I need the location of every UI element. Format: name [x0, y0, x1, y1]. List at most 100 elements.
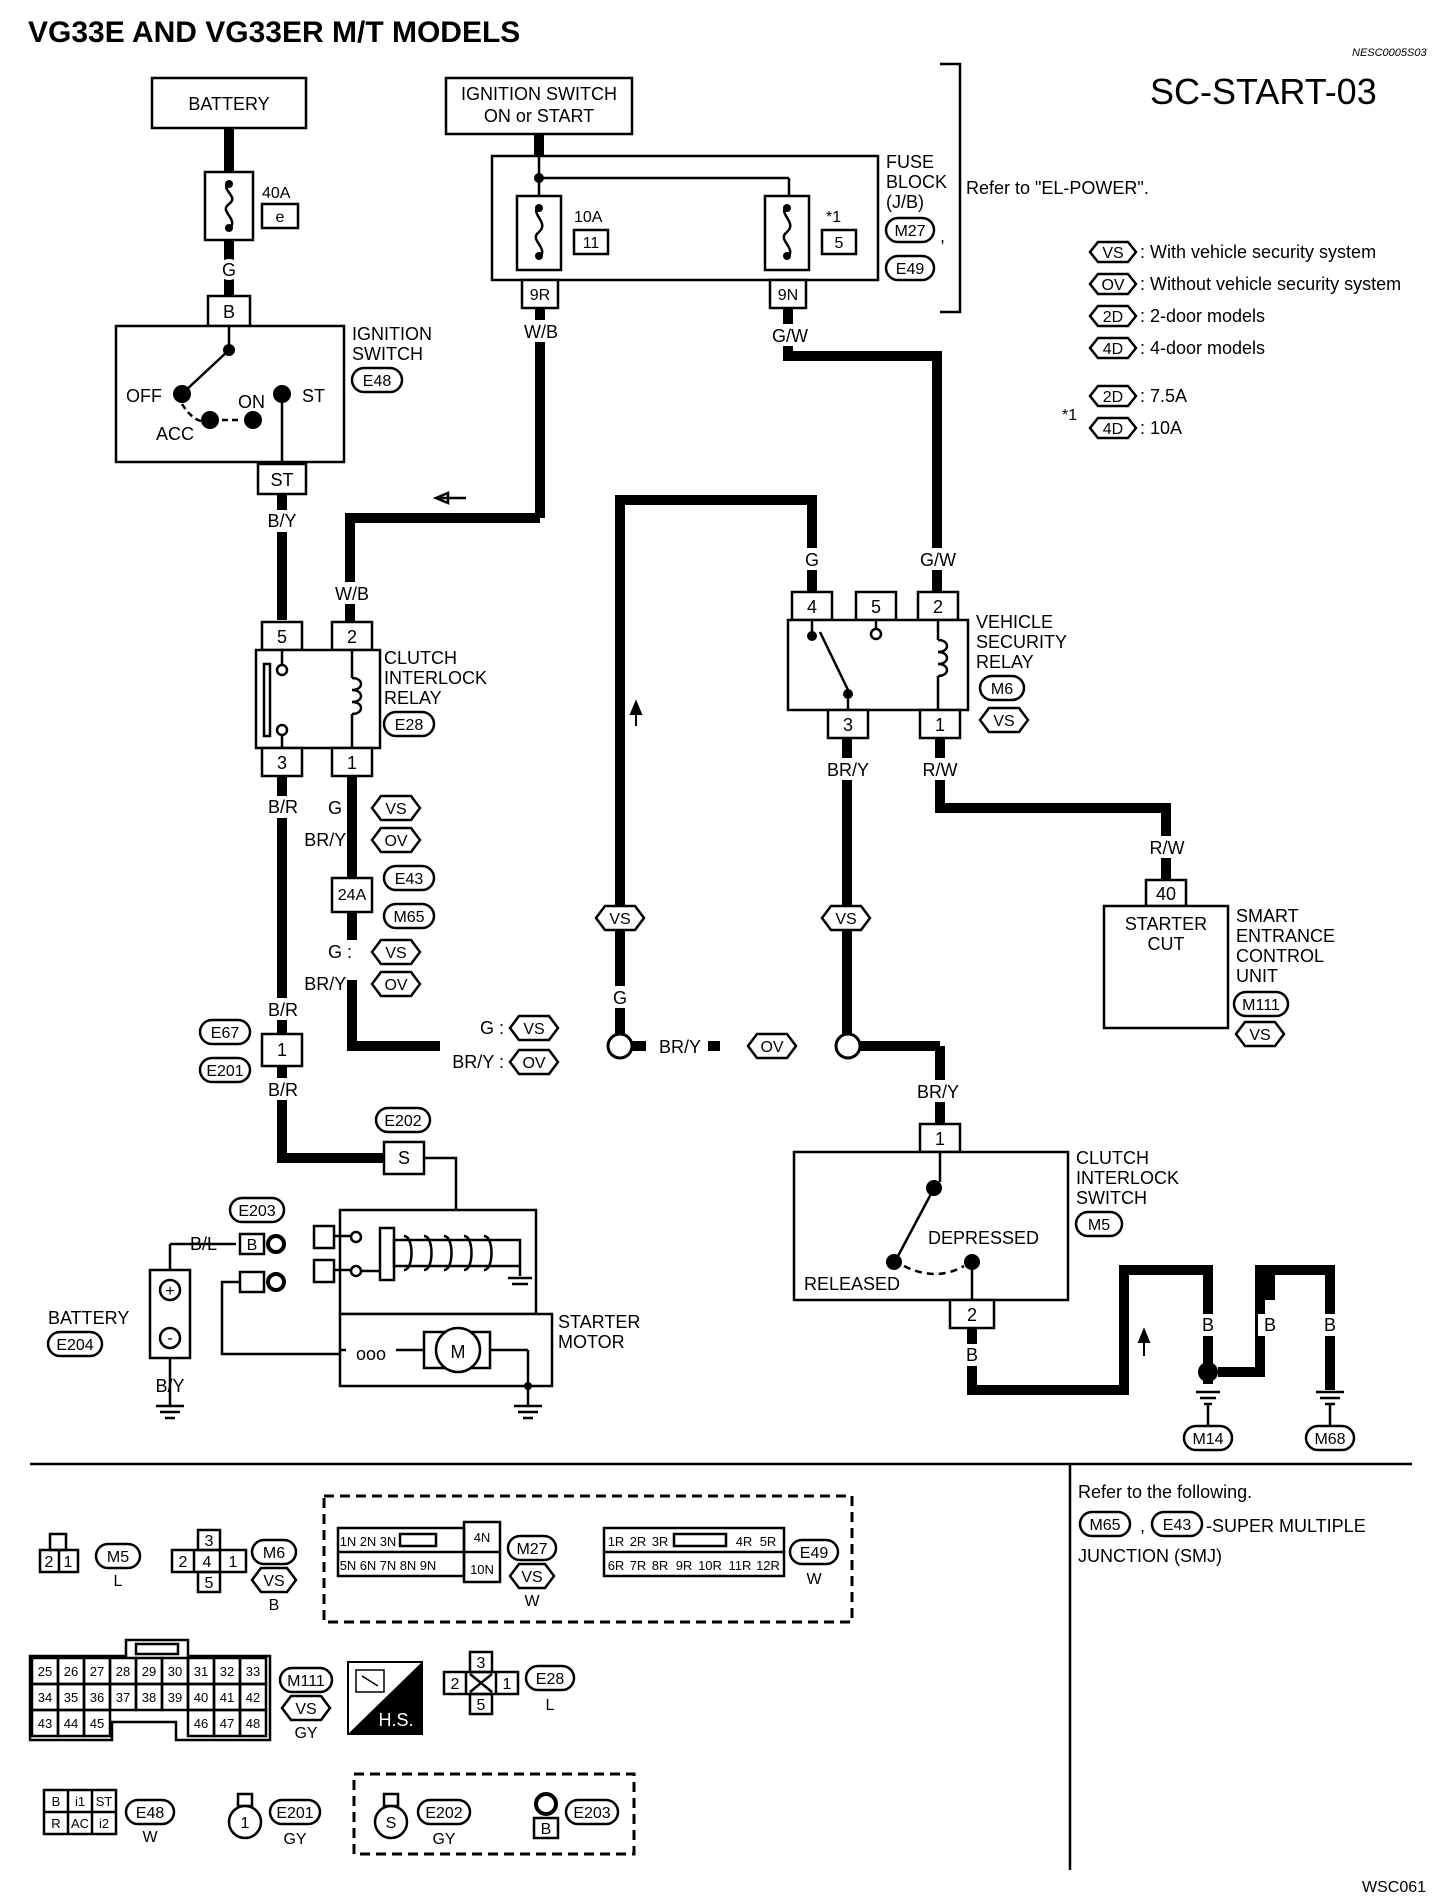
pin-label: 25 — [38, 1664, 52, 1679]
svg-text:ENTRANCE: ENTRANCE — [1236, 926, 1335, 946]
svg-text:: 2-door models: : 2-door models — [1140, 306, 1265, 326]
svg-text:Refer to the following.: Refer to the following. — [1078, 1482, 1252, 1502]
connector-m5: 2 1 M5 L — [38, 1532, 142, 1590]
svg-text:*1: *1 — [826, 209, 841, 226]
svg-text:7R: 7R — [630, 1558, 647, 1573]
svg-text:: Without vehicle security sys: : Without vehicle security system — [1140, 274, 1401, 294]
svg-text:6R: 6R — [608, 1558, 625, 1573]
svg-text:e: e — [276, 209, 285, 226]
svg-text:OFF: OFF — [126, 386, 162, 406]
svg-text:+: + — [165, 1283, 174, 1300]
svg-text:BATTERY: BATTERY — [188, 94, 269, 114]
smj-reference: Refer to the following. M65 , E43 -SUPER… — [1078, 1482, 1366, 1566]
svg-text:SMART: SMART — [1236, 906, 1299, 926]
connector-e49: 1R 2R 3R 4R 5R 6R 7R 8R 9R 10R 11R 12R E… — [602, 1526, 840, 1588]
svg-text:S: S — [386, 1815, 397, 1832]
svg-text:M14: M14 — [1192, 1431, 1223, 1448]
pin-label: 41 — [220, 1690, 234, 1705]
joint-connector-e43: 24A E43 M65 — [330, 864, 436, 930]
svg-text:5: 5 — [835, 235, 844, 252]
svg-text:8N: 8N — [400, 1558, 417, 1573]
svg-text:10A: 10A — [574, 209, 603, 226]
svg-text:-SUPER MULTIPLE: -SUPER MULTIPLE — [1206, 1516, 1366, 1536]
svg-text:B: B — [1202, 1315, 1214, 1335]
svg-text:1: 1 — [229, 1554, 238, 1571]
dashed-group-starter — [352, 1772, 636, 1856]
connector-m27: 1N 2N 3N 5N 6N 7N 8N 9N 4N 10N M27 VS W — [336, 1520, 558, 1610]
pin-label: 35 — [64, 1690, 78, 1705]
svg-text:G :: G : — [328, 798, 352, 818]
svg-text:9N: 9N — [778, 287, 798, 304]
svg-text:10R: 10R — [698, 1558, 722, 1573]
svg-text:2: 2 — [347, 627, 357, 647]
pin-label: 40 — [194, 1690, 208, 1705]
svg-text:M65: M65 — [393, 909, 424, 926]
svg-text:5: 5 — [871, 597, 881, 617]
fuse-block: IGNITION SWITCH ON or START 10A 11 *1 5 … — [444, 62, 1149, 314]
svg-text:VS: VS — [523, 1021, 544, 1038]
svg-text:ST: ST — [270, 470, 293, 490]
svg-text:Refer to "EL-POWER".: Refer to "EL-POWER". — [966, 178, 1149, 198]
svg-text:L: L — [114, 1573, 123, 1590]
svg-text:E201: E201 — [276, 1805, 313, 1822]
svg-text:5: 5 — [205, 1575, 214, 1592]
svg-text:B: B — [52, 1794, 61, 1809]
svg-text:40A: 40A — [262, 185, 291, 202]
svg-text:OV: OV — [760, 1039, 783, 1056]
connector-e28: 3 2 1 5 E28 L — [442, 1650, 576, 1716]
svg-text:E48: E48 — [136, 1805, 165, 1822]
svg-text:BR/Y :: BR/Y : — [452, 1052, 504, 1072]
svg-text:M5: M5 — [107, 1549, 129, 1566]
svg-text:B: B — [269, 1597, 280, 1614]
doc-code: NESC0005S03 — [1352, 47, 1427, 59]
pin-label: 26 — [64, 1664, 78, 1679]
svg-text:3: 3 — [477, 1655, 486, 1672]
pin-label: 42 — [246, 1690, 260, 1705]
svg-text:1: 1 — [277, 1040, 287, 1060]
svg-text:M27: M27 — [516, 1541, 547, 1558]
svg-text:i1: i1 — [75, 1794, 85, 1809]
svg-text:VS: VS — [993, 713, 1014, 730]
connector-e203: B E203 — [532, 1792, 620, 1840]
svg-text:M111: M111 — [287, 1673, 325, 1690]
svg-text:E48: E48 — [363, 373, 392, 390]
svg-text:5: 5 — [477, 1697, 486, 1714]
pin-label: 45 — [90, 1716, 104, 1731]
svg-text:W/B: W/B — [335, 584, 369, 604]
svg-text:E203: E203 — [238, 1203, 275, 1220]
svg-text:1: 1 — [64, 1554, 73, 1571]
wiring: W/B W/B G/W G/W G BR/Y R/W R/W BR/Y — [264, 308, 1188, 1163]
pin-label: 34 — [38, 1690, 52, 1705]
svg-text:: 7.5A: : 7.5A — [1140, 386, 1187, 406]
svg-text:B/R: B/R — [268, 1080, 298, 1100]
pin-label: 44 — [64, 1716, 78, 1731]
svg-text:4: 4 — [807, 597, 817, 617]
pin-label: 28 — [116, 1664, 130, 1679]
svg-text:SWITCH: SWITCH — [352, 344, 423, 364]
pin-label: 48 — [246, 1716, 260, 1731]
svg-text:CONTROL: CONTROL — [1236, 946, 1324, 966]
pin-label: 32 — [220, 1664, 234, 1679]
svg-text:OV: OV — [384, 977, 407, 994]
svg-text:VS: VS — [835, 911, 856, 928]
starter-motor: E202 S ooo M STARTER MOTOR — [312, 1106, 640, 1420]
svg-text:GY: GY — [432, 1831, 455, 1848]
svg-text:40: 40 — [1156, 884, 1176, 904]
pin-label: 46 — [194, 1716, 208, 1731]
svg-text:E49: E49 — [800, 1545, 829, 1562]
svg-text:9R: 9R — [530, 287, 550, 304]
connector-e201: 1 E201 GY — [227, 1792, 322, 1848]
svg-text:M6: M6 — [263, 1545, 285, 1562]
svg-text:E67: E67 — [211, 1025, 240, 1042]
svg-text:VS: VS — [1102, 245, 1123, 262]
svg-text:12R: 12R — [756, 1558, 780, 1573]
svg-text:4N: 4N — [474, 1530, 491, 1545]
svg-text:B: B — [1264, 1315, 1276, 1335]
svg-text:2D: 2D — [1103, 389, 1123, 406]
svg-text:4D: 4D — [1103, 421, 1123, 438]
svg-text:UNIT: UNIT — [1236, 966, 1278, 986]
svg-text:M27: M27 — [894, 223, 925, 240]
svg-text:i2: i2 — [99, 1816, 109, 1831]
pin-label: 36 — [90, 1690, 104, 1705]
